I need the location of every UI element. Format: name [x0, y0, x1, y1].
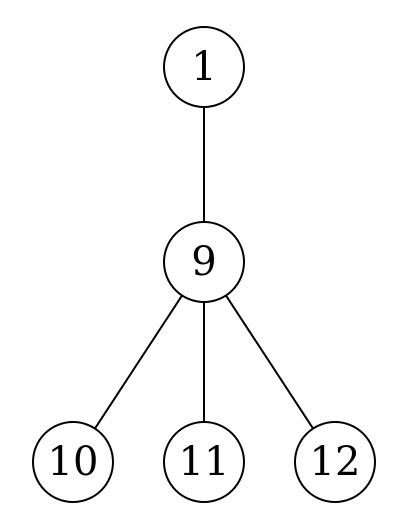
tree-nodes: 1 9 10 11 12	[32, 26, 376, 503]
node-circle	[294, 421, 376, 503]
node-label: 12	[310, 439, 361, 485]
edge-9-12	[225, 294, 314, 430]
node-1: 1	[163, 26, 245, 108]
node-circle	[163, 221, 245, 303]
tree-edges	[94, 107, 314, 430]
node-11: 11	[163, 421, 245, 503]
node-9: 9	[163, 221, 245, 303]
node-label: 9	[191, 239, 216, 285]
node-circle	[32, 421, 114, 503]
node-circle	[163, 26, 245, 108]
node-label: 11	[179, 439, 230, 485]
node-circle	[163, 421, 245, 503]
node-label: 10	[48, 439, 99, 485]
edge-9-10	[94, 294, 183, 430]
node-10: 10	[32, 421, 114, 503]
node-12: 12	[294, 421, 376, 503]
node-label: 1	[191, 44, 216, 90]
